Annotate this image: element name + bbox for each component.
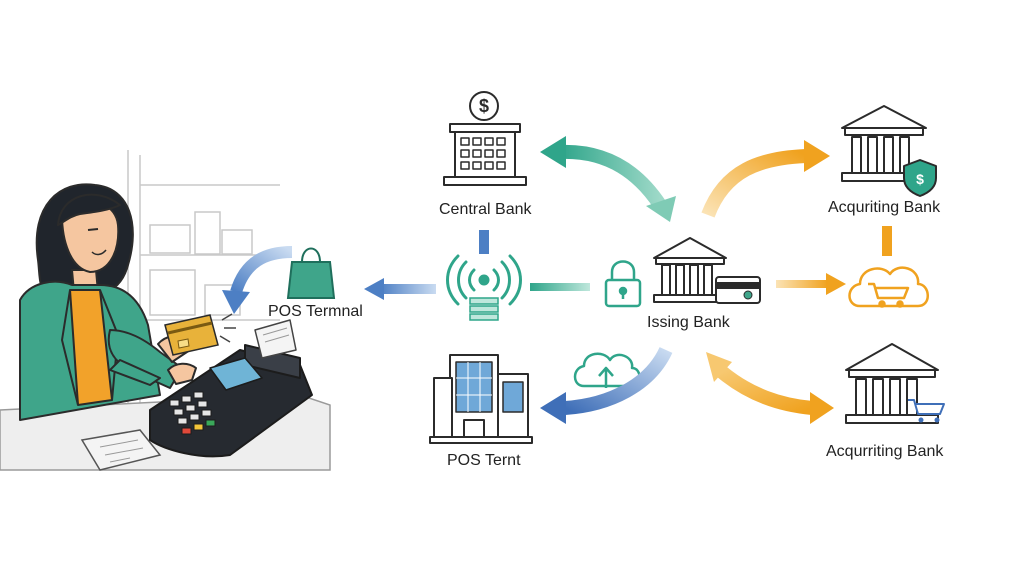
bank-cart-icon <box>845 343 945 424</box>
connector-central-down <box>479 230 489 254</box>
bank-card-icon <box>653 237 761 304</box>
cloud-cart-icon <box>848 266 929 308</box>
padlock-icon <box>604 260 642 308</box>
pos-terminal-top-label: POS Termnal <box>268 303 363 320</box>
contactless-icon <box>446 254 522 321</box>
acquiring-bank-top-label: Acquriting Bank <box>828 199 941 216</box>
merchant-person <box>19 183 197 421</box>
arrow-head <box>222 290 250 314</box>
arrow-central-issuing <box>540 136 676 222</box>
receipt-paper <box>80 429 162 471</box>
issuing-bank-label: Issing Bank <box>647 314 730 331</box>
arrow-bag-to-pos <box>230 246 293 294</box>
pos-device <box>149 319 313 458</box>
connector-acquiring-cloud <box>882 226 892 256</box>
merchant-scene <box>0 150 331 471</box>
arrow-issuing-acquiring-top <box>701 140 830 218</box>
credit-card <box>164 314 219 356</box>
arrow-acquiring-issuing-bottom <box>706 352 834 424</box>
arrow-issuing-pos-bottom <box>540 346 673 424</box>
office-building-icon <box>429 354 533 444</box>
connector-contactless-lock <box>530 283 590 291</box>
acquiring-bank-bottom-label: Acqurriting Bank <box>826 443 944 460</box>
bank-shield-icon: $ <box>841 105 937 197</box>
central-bank-label: Central Bank <box>439 201 532 218</box>
pos-terminal-bottom-label: POS Ternt <box>447 452 521 469</box>
arrow-contactless-to-pos <box>364 278 436 300</box>
shopping-bag-icon <box>286 247 336 299</box>
svg-text:$: $ <box>916 171 924 187</box>
card-tap-sparkle <box>219 313 236 343</box>
svg-text:$: $ <box>479 96 489 116</box>
arrow-issuing-cloud <box>776 273 846 295</box>
bank-dollar-icon: $ <box>443 91 527 186</box>
